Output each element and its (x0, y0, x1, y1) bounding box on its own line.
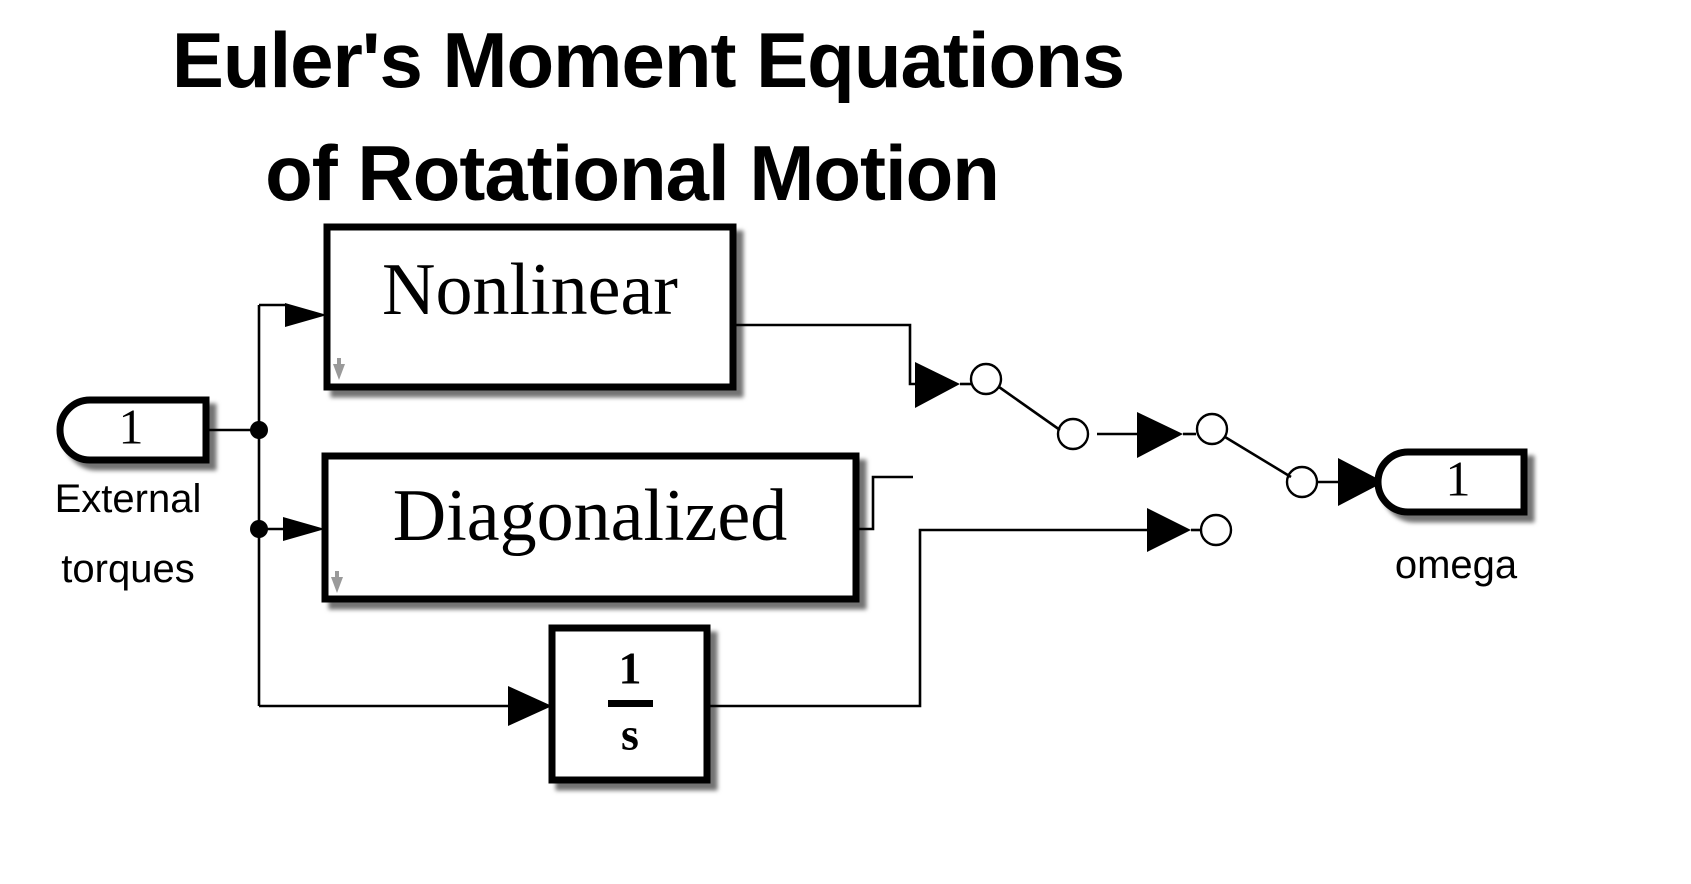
manual-switch-2-input-2-arrowhead (1147, 508, 1191, 552)
input-port-label-line-2: torques (61, 547, 194, 591)
nonlinear-input-arrowhead (285, 303, 327, 327)
diagram-title-line-2: of Rotational Motion (265, 129, 999, 217)
manual-switch-2-output-node[interactable] (1285, 465, 1319, 499)
diagram-title-line-1: Euler's Moment Equations (172, 16, 1124, 104)
input-port-block[interactable] (56, 396, 210, 464)
diagonalized-block[interactable] (321, 452, 860, 603)
diagonalized-variant-arrow-stem (335, 571, 339, 580)
manual-switch-1-input-2-node[interactable] (1056, 417, 1090, 451)
junction-dot-nonlinear-branch (250, 421, 268, 439)
diagonalized-variant-down-arrow-icon (331, 577, 343, 593)
manual-switch-1-blade[interactable] (998, 385, 1061, 432)
input-port-label-line-1: External (55, 477, 202, 521)
manual-switch-1-input-1-arrowhead (915, 362, 960, 408)
manual-switch-1-input-1-node[interactable] (969, 362, 1003, 396)
output-port-number: 1 (1446, 450, 1471, 506)
wire-nonlinear-to-switch1 (733, 323, 915, 386)
output-port-arrowhead (1338, 458, 1384, 506)
signal-wires (206, 303, 1338, 708)
wire-integrator-to-switch2 (707, 528, 1147, 708)
integrator-numerator: 1 (619, 643, 642, 694)
diagonalized-input-arrowhead (283, 517, 325, 541)
nonlinear-variant-down-arrow-icon (333, 364, 345, 380)
nonlinear-variant-arrow-stem (337, 358, 341, 367)
manual-switch-2-input-1-node[interactable] (1195, 412, 1229, 446)
manual-switch-2-input-1-arrowhead (1137, 412, 1183, 458)
nonlinear-block-label: Nonlinear (382, 249, 678, 331)
input-port-number: 1 (119, 398, 144, 454)
wire-diagonalized-to-switch2 (856, 475, 913, 531)
nonlinear-block[interactable] (323, 223, 737, 391)
manual-switch-2-input-2-node[interactable] (1199, 513, 1233, 547)
output-port-label: omega (1395, 543, 1518, 587)
junction-dot-diagonalized-branch (250, 520, 268, 538)
diagonalized-block-label: Diagonalized (393, 475, 788, 557)
integrator-fraction-bar (608, 700, 653, 707)
manual-switch-1[interactable] (915, 362, 1090, 451)
integrator-denominator: s (621, 709, 639, 760)
manual-switch-2[interactable] (1137, 412, 1319, 552)
output-port-block[interactable] (1374, 448, 1528, 516)
integrator-input-arrowhead (508, 686, 552, 726)
manual-switch-2-blade[interactable] (1224, 435, 1292, 479)
